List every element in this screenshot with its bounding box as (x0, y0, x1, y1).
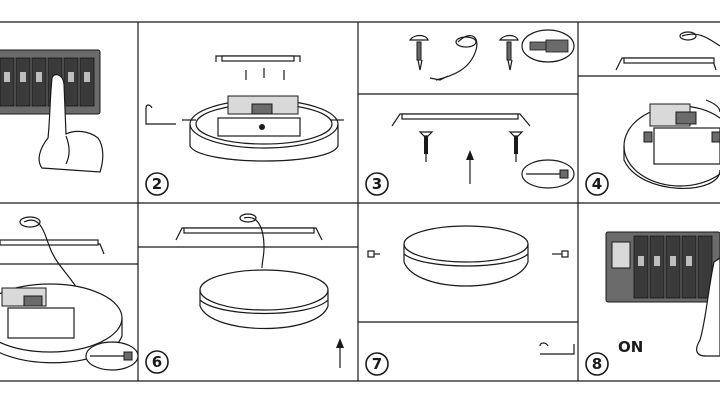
panel-3-top-anchors (408, 29, 575, 81)
step-number-2: 2 (152, 175, 162, 193)
step-badge-8: 8 (585, 352, 609, 376)
panel-4-wire-connection (615, 31, 720, 190)
step-number-4: 4 (592, 175, 602, 193)
panel-7-finished-light (367, 225, 575, 355)
step-number-7: 7 (372, 355, 382, 373)
panel-5-light-wired (0, 216, 139, 371)
panel-1-breaker-off (0, 49, 104, 173)
step-badge-6: 6 (145, 350, 169, 374)
panel-2-bracket-removal (145, 55, 344, 162)
step-badge-7: 7 (365, 352, 389, 376)
panel-8-breaker-on (605, 231, 720, 357)
step-badge-4: 4 (585, 172, 609, 196)
step-number-3: 3 (372, 175, 382, 193)
step-number-8: 8 (592, 355, 602, 373)
step-badge-3: 3 (365, 172, 389, 196)
step-number-6: 6 (152, 353, 162, 371)
panel-grid (0, 21, 720, 382)
on-label: ON (618, 338, 643, 356)
panel-3-bracket-screws (391, 113, 575, 189)
step-badge-2: 2 (145, 172, 169, 196)
panel-6-mount-light (175, 213, 344, 368)
